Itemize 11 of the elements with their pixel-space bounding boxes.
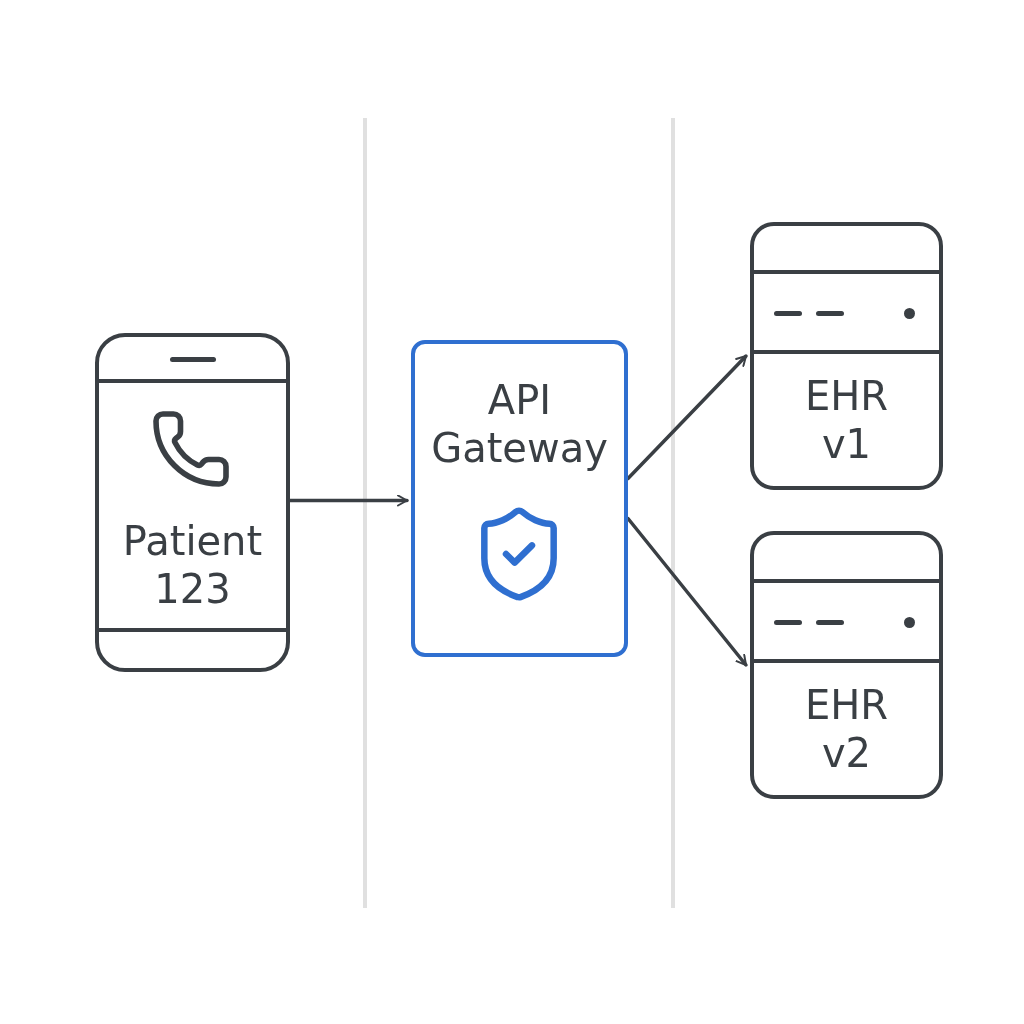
arrow [288,494,409,507]
node-label: API Gateway [430,376,609,472]
phone-drawing [95,333,290,672]
node-label: EHR v1 [803,372,890,468]
node-label: Patient 123 [121,517,264,613]
arrow [626,516,748,667]
server-drawing [750,531,943,799]
gateway-box [411,340,628,657]
arrow [626,354,748,481]
node-label: EHR v2 [803,681,890,777]
server-drawing [750,222,943,490]
